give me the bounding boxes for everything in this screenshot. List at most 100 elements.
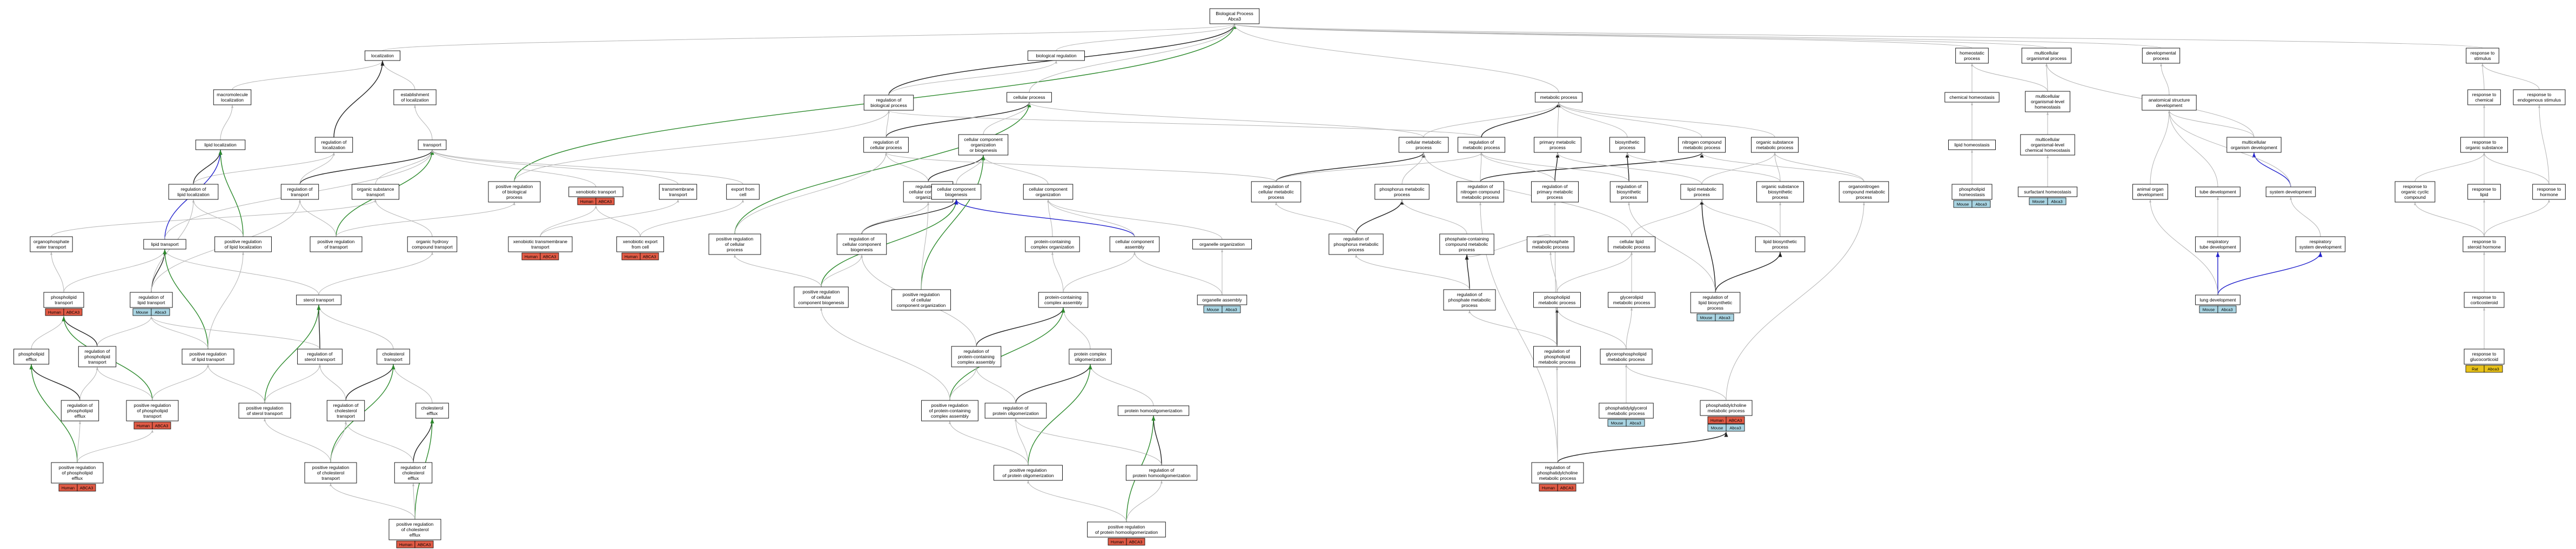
term-node-cellular-process[interactable]: cellular process [1007,92,1052,103]
term-node-localization[interactable]: localization [365,50,400,61]
term-node-tube-development[interactable]: tube development [2195,186,2240,197]
term-node-metabolic[interactable]: metabolic process [1534,92,1583,103]
term-node-transport[interactable]: transport [418,139,447,150]
term-node-organelle-org[interactable]: organelle organization [1192,239,1252,250]
term-node-chemical-homeostasis[interactable]: chemical homeostasis [1944,92,2000,103]
term-node-lipid-transport[interactable]: lipid transport [143,239,186,250]
term-node-lipid-loc[interactable]: lipid localization [195,139,246,150]
term-node-reg-phosphatidylcholine[interactable]: regulation ofphosphatidylcholinemetaboli… [1531,462,1584,492]
term-node-lipid-homeostasis[interactable]: lipid homeostasis [1948,139,1996,150]
term-node-system-development[interactable]: system development [2265,186,2316,197]
term-node-bio-reg[interactable]: biological regulation [1028,50,1085,61]
term-node-sterol-transport[interactable]: sterol transport [296,294,341,305]
